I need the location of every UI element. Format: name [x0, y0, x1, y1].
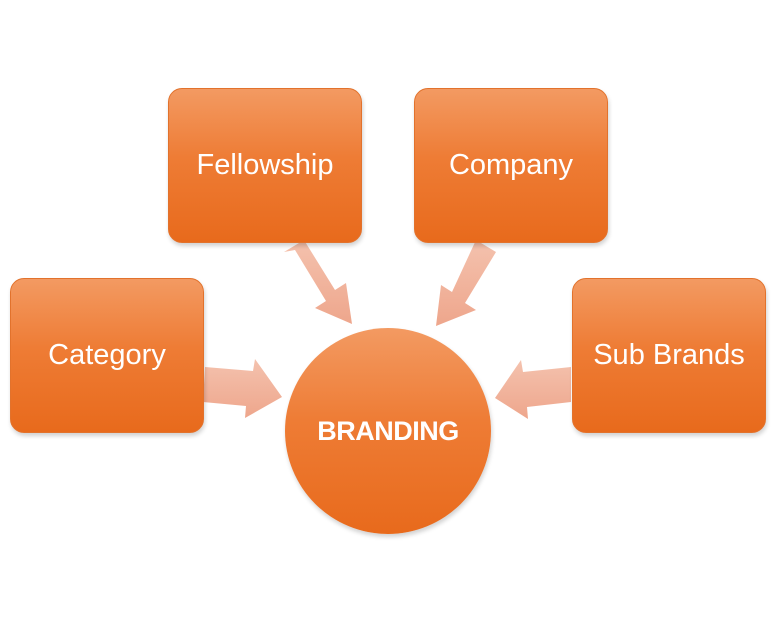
- sub-brands-node: Sub Brands: [572, 278, 766, 433]
- company-label: Company: [448, 149, 574, 181]
- arrow-fellowship-to-hub: [284, 240, 352, 324]
- sub-brands-label: Sub Brands: [593, 339, 745, 371]
- category-node: Category: [10, 278, 204, 433]
- arrow-subbrands-to-hub: [495, 360, 571, 419]
- branding-hub: BRANDING: [285, 328, 491, 534]
- fellowship-label: Fellowship: [196, 149, 334, 181]
- branding-hub-label: BRANDING: [317, 415, 459, 446]
- fellowship-node: Fellowship: [168, 88, 362, 243]
- company-node: Company: [414, 88, 608, 243]
- arrow-category-to-hub: [203, 359, 282, 418]
- category-label: Category: [48, 339, 166, 371]
- arrow-company-to-hub: [436, 240, 496, 326]
